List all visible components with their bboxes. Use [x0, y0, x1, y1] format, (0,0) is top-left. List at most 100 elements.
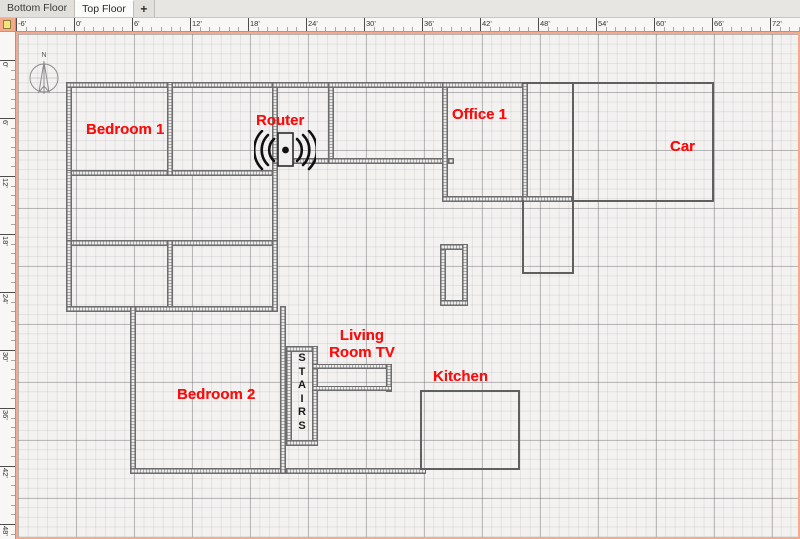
ruler-tick-minor [644, 27, 646, 31]
ruler-tick-minor [151, 27, 153, 31]
stairs-label[interactable]: S T A I R S [290, 352, 314, 433]
ruler-tick-major [422, 18, 423, 31]
ruler-label-v: 30' [1, 352, 10, 362]
stairs-letter: R [298, 406, 306, 418]
ruler-label-v: 48' [1, 526, 10, 536]
ruler-tick-minor [576, 27, 578, 31]
wall-segment [522, 82, 714, 84]
ruler-label-v: 24' [1, 294, 10, 304]
ruler-tick-minor [741, 27, 742, 31]
ruler-label-h: 60' [656, 19, 666, 28]
wall-segment [522, 196, 572, 202]
ruler-tick-minor [634, 27, 636, 31]
ruler-tick-major [306, 18, 307, 31]
wall-segment [66, 82, 72, 176]
floor-plan-canvas[interactable]: N [18, 34, 798, 537]
ruler-label-h: 42' [482, 19, 492, 28]
living-room-tv-line1: Living [339, 327, 385, 344]
ruler-tick-minor [112, 27, 114, 31]
plus-icon: + [140, 1, 148, 16]
room-label-living-room-tv[interactable]: Living Room TV [314, 327, 410, 361]
stairs-letter: S [298, 419, 306, 432]
ruler-tick-major [0, 466, 15, 467]
room-label-bedroom-2[interactable]: Bedroom 2 [177, 386, 256, 403]
compass-north-label: N [41, 52, 47, 59]
ruler-label-h: 24' [308, 19, 318, 28]
wall-segment [312, 364, 392, 369]
ruler-tick-minor [567, 27, 568, 31]
ruler-label-h: 72' [772, 19, 782, 28]
ruler-label-h: 30' [366, 19, 376, 28]
tab-top-floor[interactable]: Top Floor [75, 0, 134, 17]
wall-segment [522, 272, 574, 274]
ruler-tick-minor [11, 253, 15, 255]
ruler-tick-minor [11, 514, 15, 516]
ruler-tick-minor [219, 27, 220, 31]
ruler-label-h: 18' [250, 19, 260, 28]
ruler-tick-minor [180, 27, 182, 31]
room-label-office-1[interactable]: Office 1 [452, 106, 508, 123]
ruler-tick-minor [11, 127, 15, 129]
ruler-tick-minor [11, 504, 15, 506]
ruler-label-h: 12' [192, 19, 202, 28]
room-label-bedroom-1[interactable]: Bedroom 1 [86, 121, 165, 138]
wall-segment [712, 82, 714, 202]
ruler-tick-minor [286, 27, 288, 31]
ruler-tick-minor [11, 185, 15, 187]
ruler-tick-minor [470, 27, 472, 31]
wall-segment [572, 82, 574, 202]
wall-segment [440, 300, 468, 306]
ruler-label-v: 12' [1, 178, 10, 188]
ruler-tick-minor [325, 27, 327, 31]
ruler-label-h: 36' [424, 19, 434, 28]
ruler-tick-minor [750, 27, 752, 31]
vertical-ruler[interactable]: 0'6'12'18'24'30'36'42'48' [0, 32, 16, 539]
ruler-tick-minor [11, 243, 15, 245]
ruler-tick-minor [296, 27, 298, 31]
wall-segment [286, 468, 426, 474]
room-label-kitchen[interactable]: Kitchen [433, 368, 489, 385]
ruler-tick-minor [11, 89, 15, 90]
tab-bottom-floor[interactable]: Bottom Floor [0, 0, 76, 17]
ruler-tick-minor [11, 108, 15, 110]
ruler-tick-minor [141, 27, 143, 31]
tab-bar-filler [154, 0, 800, 17]
ruler-tick-minor [354, 27, 356, 31]
ruler-tick-minor [11, 98, 15, 100]
ruler-tick-minor [721, 27, 723, 31]
ruler-corner-lock[interactable] [0, 18, 16, 32]
wall-segment [286, 440, 318, 446]
ruler-tick-minor [663, 27, 665, 31]
ruler-tick-minor [11, 224, 15, 226]
ruler-tick-minor [11, 147, 15, 148]
ruler-tick-minor [11, 533, 15, 535]
ruler-tick-minor [702, 27, 704, 31]
ruler-tick-minor [518, 27, 520, 31]
wall-segment [312, 386, 392, 391]
room-label-router[interactable]: Router [256, 112, 305, 129]
ruler-tick-minor [11, 79, 15, 81]
wifi-router-icon[interactable] [252, 129, 319, 172]
lock-icon [3, 20, 11, 29]
compass-icon [29, 61, 59, 94]
wall-segment [272, 82, 334, 88]
ruler-tick-minor [11, 437, 15, 438]
ruler-tick-minor [557, 27, 559, 31]
ruler-tick-major [538, 18, 539, 31]
add-floor-button[interactable]: + [133, 0, 155, 17]
wall-segment [130, 306, 136, 474]
tab-top-floor-label: Top Floor [82, 2, 126, 15]
ruler-tick-minor [122, 27, 124, 31]
horizontal-ruler[interactable]: -6'0'6'12'18'24'30'36'42'48'54'60'66'72'… [16, 18, 800, 32]
ruler-tick-minor [11, 195, 15, 197]
ruler-tick-minor [451, 27, 452, 31]
ruler-tick-minor [528, 27, 530, 31]
ruler-tick-minor [54, 27, 56, 31]
wall-segment [280, 306, 286, 474]
ruler-tick-minor [11, 456, 15, 458]
room-label-car[interactable]: Car [670, 138, 696, 155]
wall-segment [328, 82, 448, 88]
wall-segment [66, 306, 278, 312]
ruler-tick-major [0, 408, 15, 409]
ruler-tick-major [248, 18, 249, 31]
